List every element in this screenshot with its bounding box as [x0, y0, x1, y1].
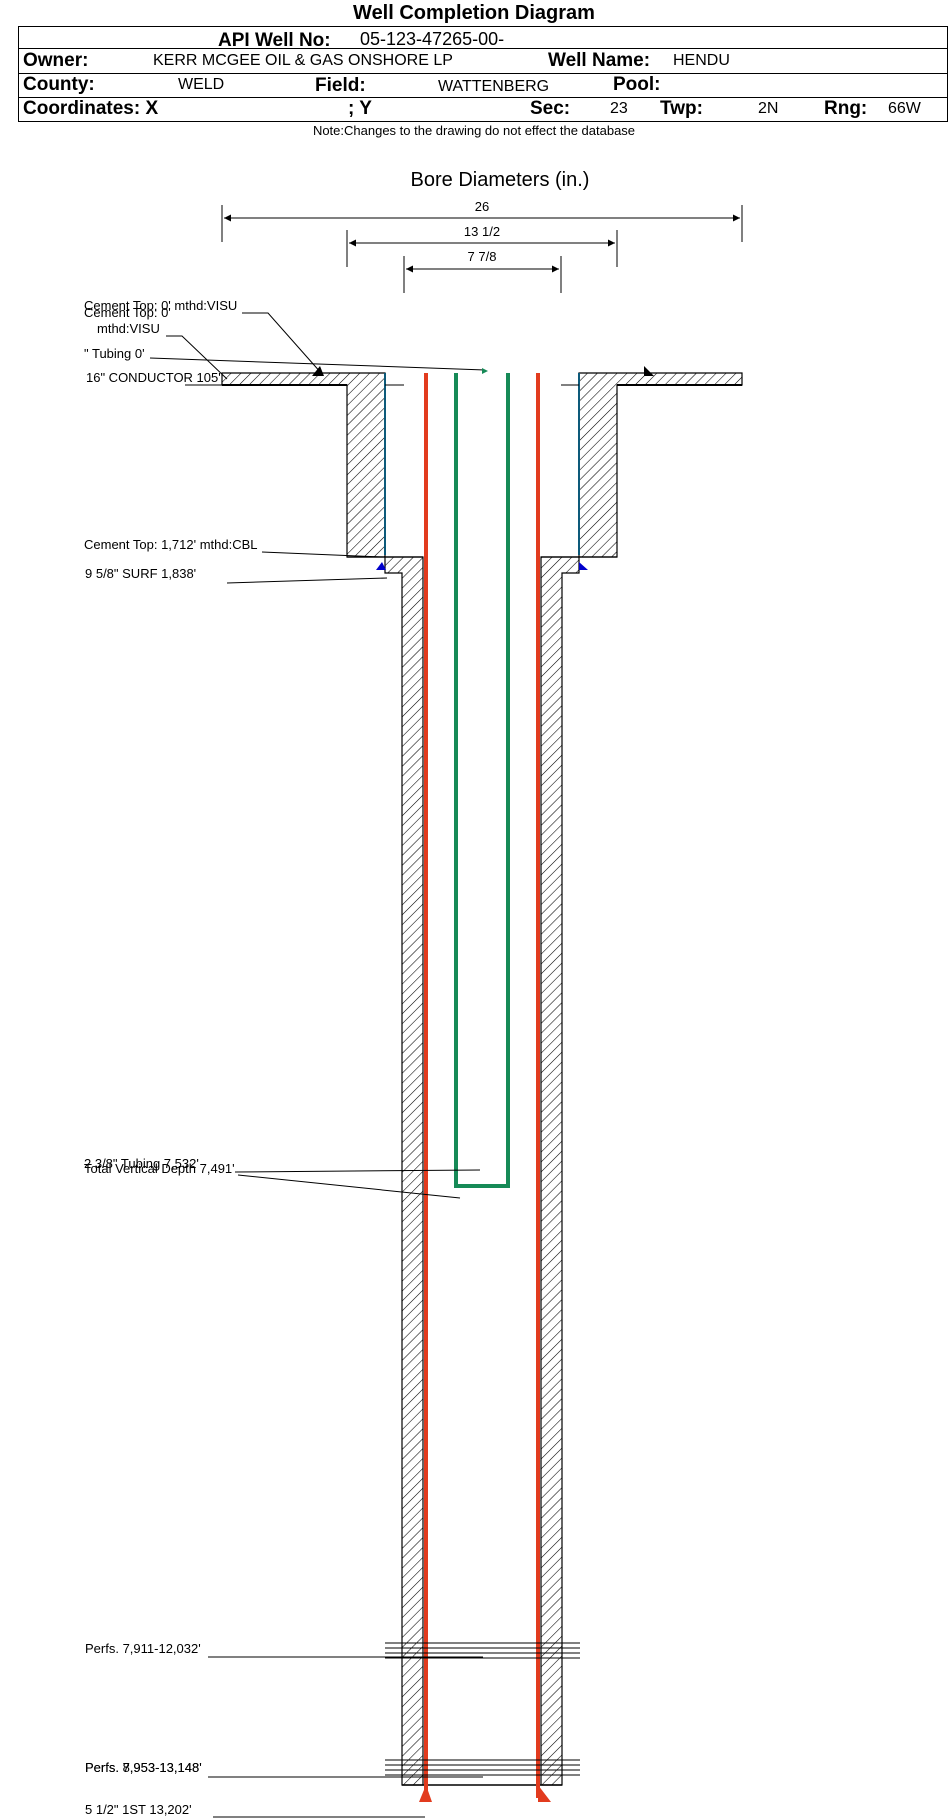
- coordinates-label: Coordinates: X: [23, 98, 159, 119]
- tubing: [454, 373, 510, 1188]
- cement-top-marker: [312, 366, 324, 376]
- database-note: Note:Changes to the drawing do not effec…: [312, 123, 636, 138]
- conductor-casing: [384, 373, 580, 555]
- owner-value: KERR MCGEE OIL & GAS ONSHORE LP: [153, 52, 453, 69]
- perforations-1: [385, 1642, 580, 1659]
- coordinates-y-label: ; Y: [348, 98, 372, 119]
- cement-top-method-label: mthd:VISU: [97, 321, 160, 336]
- production-casing-label: 5 1/2" 1ST 13,202': [85, 1802, 192, 1817]
- cement-top-marker: [579, 562, 588, 570]
- header-rule: [18, 73, 947, 74]
- field-label: Field:: [315, 75, 366, 96]
- well-name-value: HENDU: [673, 52, 730, 69]
- cement-top-marker: [376, 562, 386, 570]
- surface-casing-label: 9 5/8" SURF 1,838': [85, 566, 196, 581]
- bore-dimension-label: 26: [475, 199, 489, 214]
- pool-label: Pool:: [613, 74, 661, 95]
- header-rule: [18, 48, 947, 49]
- well-name-label: Well Name:: [548, 50, 651, 71]
- field-value: WATTENBERG: [438, 78, 550, 95]
- sec-value: 23: [610, 100, 628, 117]
- casing-shoe: [538, 1785, 551, 1802]
- production-casing: [419, 373, 551, 1802]
- twp-value: 2N: [758, 100, 779, 117]
- leader-lines: [149, 312, 486, 1818]
- tubing-depth-label: 2 3/8" Tubing 7,532': [84, 1156, 199, 1171]
- bore-dimension-label: 7 7/8: [468, 249, 497, 264]
- cement-top-marker: [644, 366, 654, 376]
- api-value: 05-123-47265-00-: [360, 29, 505, 49]
- header-rule: [18, 97, 947, 98]
- header-border: [18, 26, 19, 122]
- perforations-2: [385, 1759, 580, 1776]
- cement-top-label: Cement Top: 0': [84, 305, 171, 320]
- perforations-label: Perfs. 7,911-12,032': [85, 1641, 201, 1656]
- twp-label: Twp:: [660, 98, 703, 119]
- bore-dimension-13-1-2: 13 1/2: [346, 224, 618, 267]
- perforations-label: Perfs. 7,953-13,148': [85, 1760, 202, 1775]
- well-header-table: API Well No: 05-123-47265-00- Owner: KER…: [18, 26, 948, 122]
- conductor-cement: [221, 372, 743, 558]
- bore-dimension-26: 26: [221, 199, 743, 242]
- bore-dimension-7-7-8: 7 7/8: [403, 249, 562, 293]
- tubing-top-label: " Tubing 0': [84, 346, 145, 361]
- county-value: WELD: [178, 76, 225, 93]
- page-title: Well Completion Diagram: [353, 2, 595, 24]
- cement-top-label: Cement Top: 0' mthd:VISU: [84, 298, 237, 313]
- casing-shoe: [419, 1785, 432, 1802]
- rng-label: Rng:: [824, 98, 868, 119]
- header-rule: [18, 26, 947, 27]
- perforations-label: Perfs. 8,953-13,148': [85, 1760, 202, 1775]
- rng-value: 66W: [888, 100, 921, 117]
- cement-top-label: Cement Top: 1,712' mthd:CBL: [84, 537, 258, 552]
- county-label: County:: [23, 74, 95, 95]
- sec-label: Sec:: [530, 98, 571, 119]
- api-label: API Well No:: [218, 30, 331, 51]
- header-rule: [18, 121, 947, 122]
- bore-diameters-title: Bore Diameters (in.): [411, 169, 590, 191]
- tubing-top-marker: [482, 368, 488, 374]
- conductor-label: 16" CONDUCTOR 105': [86, 370, 221, 385]
- owner-label: Owner:: [23, 50, 89, 71]
- bore-dimension-label: 13 1/2: [464, 224, 500, 239]
- total-vertical-depth-label: Total Vertical Depth 7,491': [84, 1161, 235, 1176]
